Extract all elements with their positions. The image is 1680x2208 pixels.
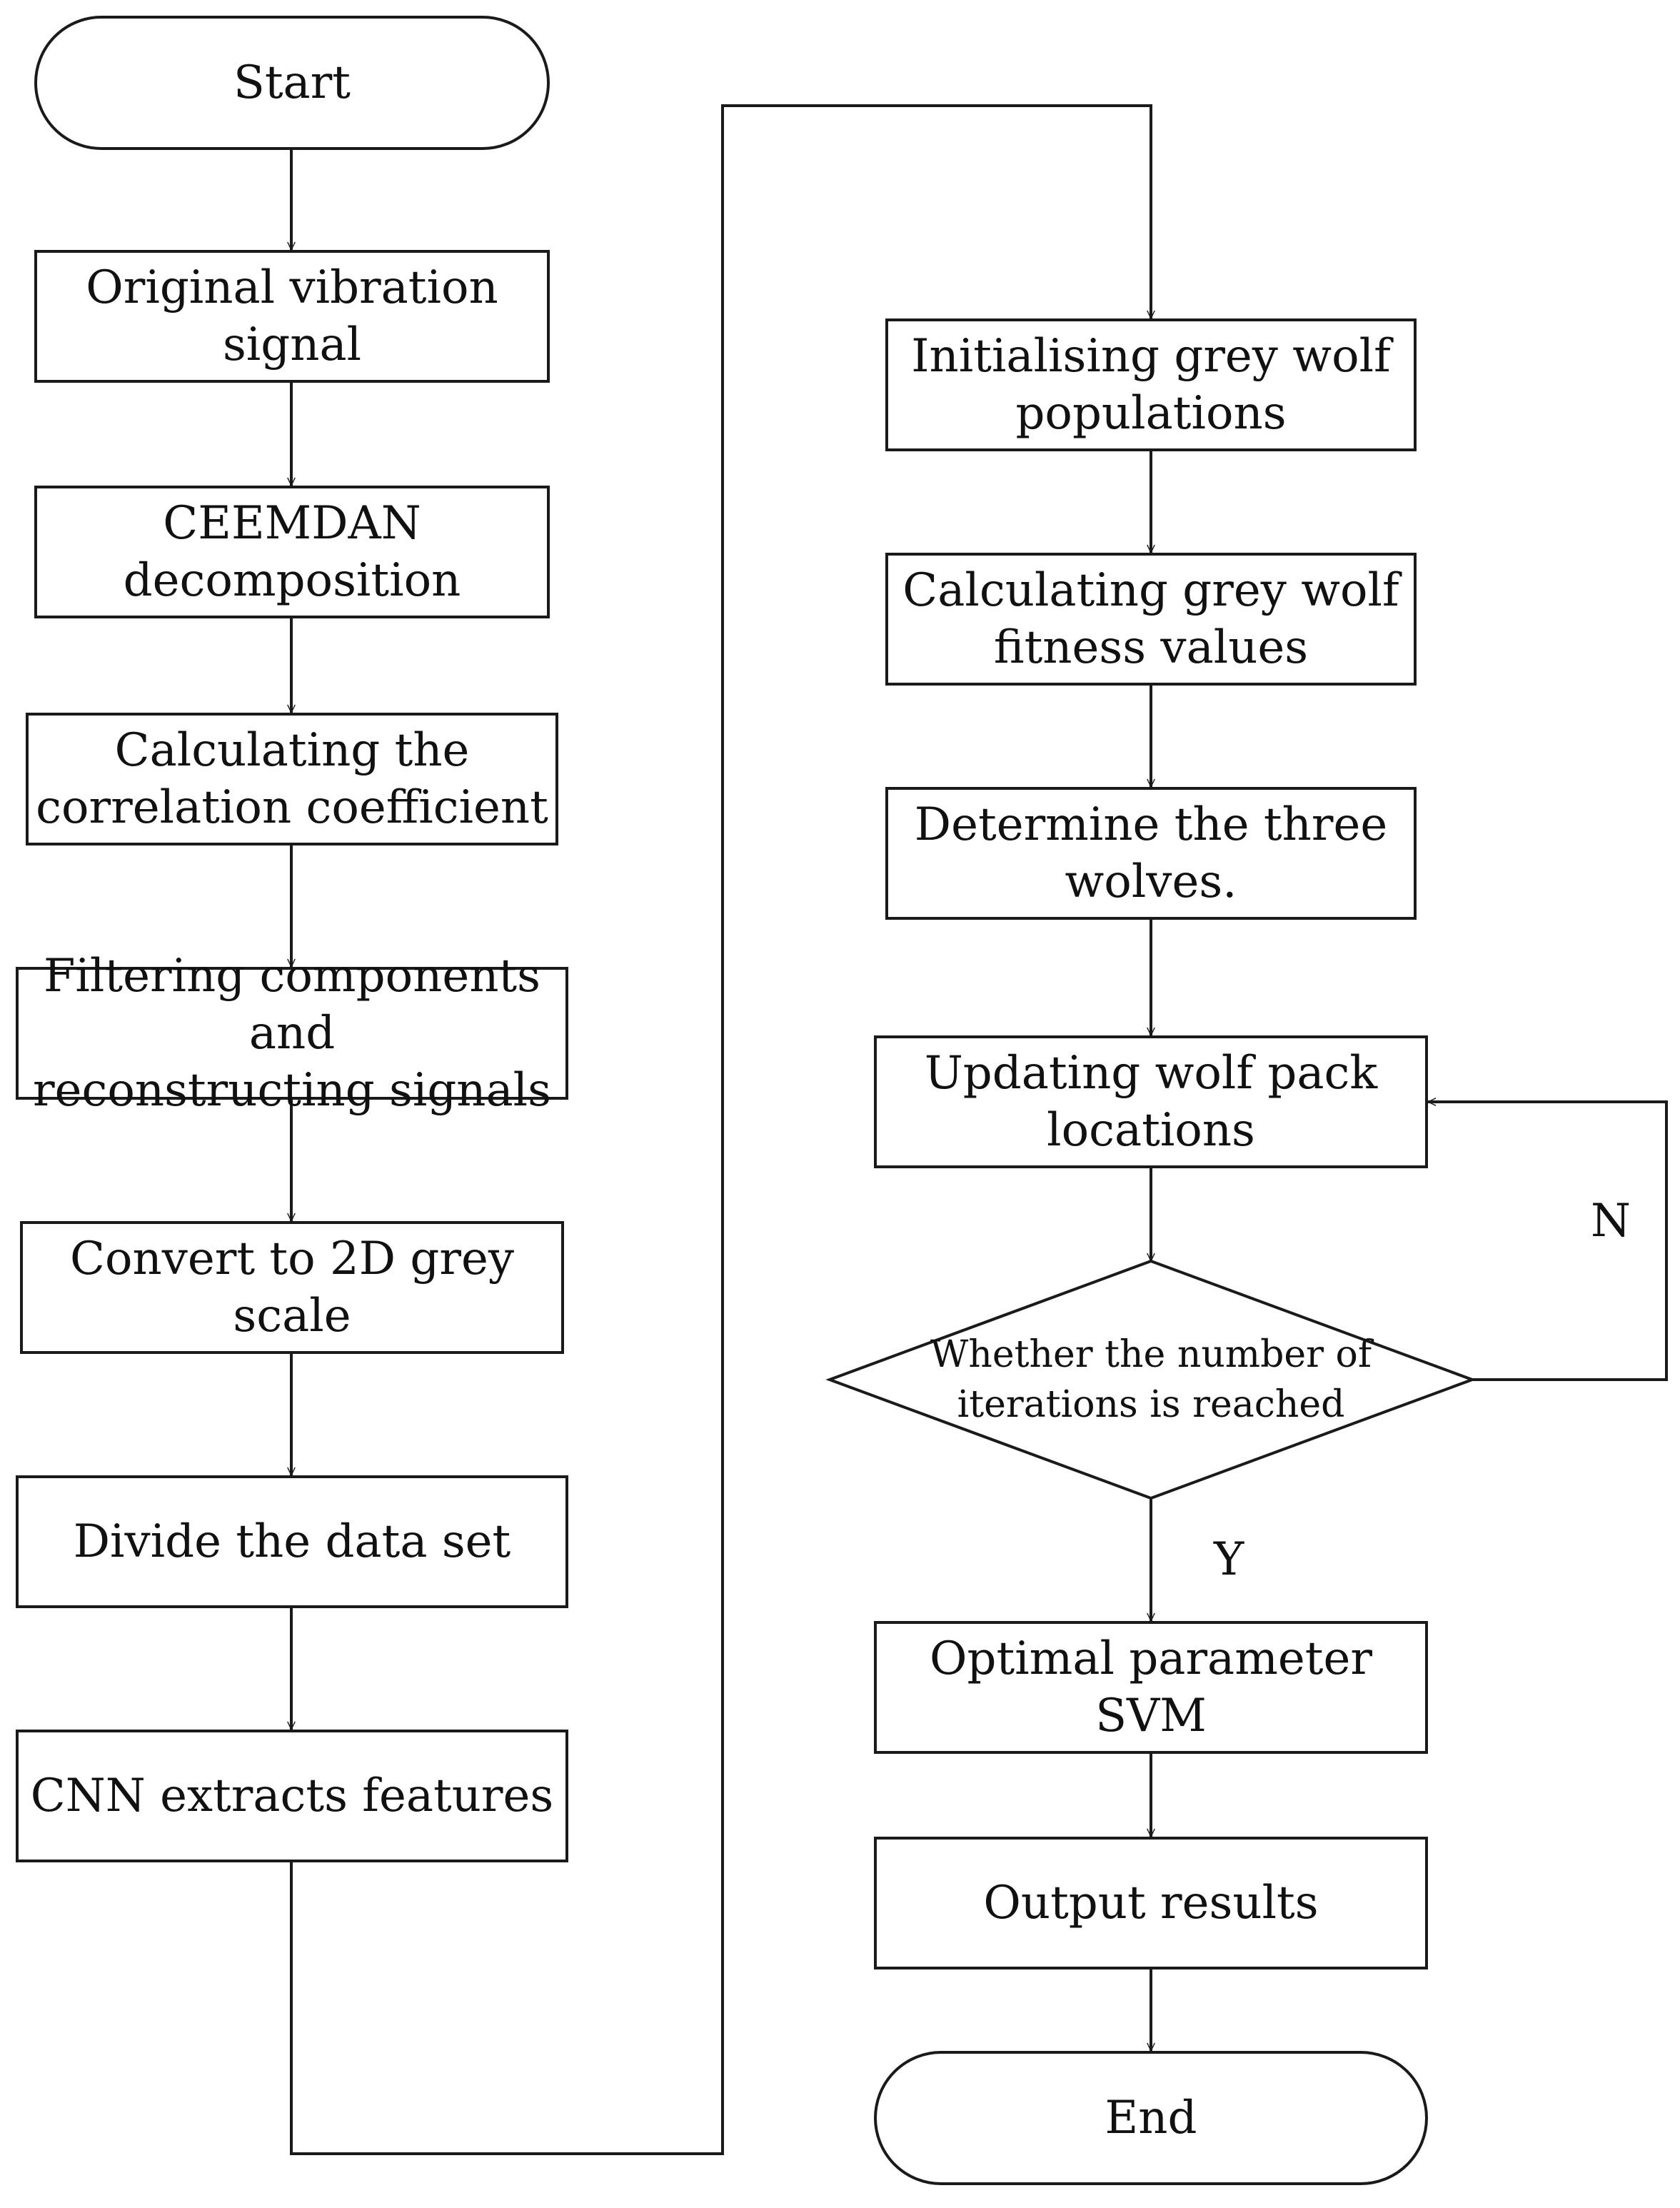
original-signal-label-line2: signal [222, 318, 362, 371]
determine-label-line2: wolves. [1065, 855, 1237, 908]
connector-cnn-to-init [290, 104, 1151, 2155]
loop-no-to-update [1428, 1102, 1668, 1381]
divide-label: Divide the data set [73, 1515, 511, 1568]
update-label-line1: Updating wolf pack [924, 1047, 1378, 1100]
end-node: End [874, 2051, 1428, 2185]
end-label: End [1105, 2092, 1197, 2144]
filtering-label-line2: reconstructing signals [33, 1064, 551, 1117]
edge-label-yes: Y [1214, 1533, 1244, 1586]
init-label-line2: populations [1015, 387, 1287, 440]
fitness-label-line2: fitness values [993, 621, 1309, 674]
original-signal-label-line1: Original vibration [86, 261, 498, 314]
ceemdan-label-line1: CEEMDAN [163, 497, 421, 550]
init-label-line1: Initialising grey wolf [911, 330, 1391, 383]
convert-label: Convert to 2D grey scale [70, 1233, 514, 1343]
svm-label: Optimal parameter SVM [930, 1632, 1372, 1742]
update-node: Updating wolf pack locations [874, 1035, 1428, 1168]
original-signal-node: Original vibration signal [34, 250, 550, 383]
update-label-line2: locations [1047, 1104, 1255, 1157]
correlation-label-line1: Calculating the [114, 724, 470, 777]
convert-node: Convert to 2D grey scale [20, 1221, 564, 1354]
determine-node: Determine the three wolves. [885, 787, 1417, 920]
decision-label-line2: iterations is reached [957, 1383, 1345, 1426]
fitness-node: Calculating grey wolf fitness values [885, 553, 1417, 686]
filtering-node: Filtering components and reconstructing … [16, 950, 568, 1117]
cnn-label: CNN extracts features [30, 1770, 554, 1822]
ceemdan-label-line2: decomposition [123, 554, 461, 607]
ceemdan-node: CEEMDAN decomposition [34, 486, 550, 618]
divide-node: Divide the data set [16, 1475, 568, 1608]
filtering-label-line1: Filtering components and [44, 950, 540, 1060]
correlation-label-line2: correlation coefficient [36, 781, 548, 834]
cnn-node: CNN extracts features [16, 1730, 568, 1862]
edge-label-no: N [1591, 1195, 1631, 1248]
svm-node: Optimal parameter SVM [874, 1621, 1428, 1754]
init-node: Initialising grey wolf populations [885, 318, 1417, 451]
correlation-node: Calculating the correlation coefficient [26, 713, 558, 845]
decision-node: Whether the number of iterations is reac… [901, 1330, 1401, 1430]
decision-label-line1: Whether the number of [930, 1333, 1372, 1376]
output-label: Output results [983, 1877, 1319, 1930]
determine-label-line1: Determine the three [914, 798, 1388, 851]
fitness-label-line1: Calculating grey wolf [902, 564, 1399, 617]
start-node: Start [34, 16, 550, 150]
output-node: Output results [874, 1837, 1428, 1969]
start-label: Start [233, 56, 351, 109]
